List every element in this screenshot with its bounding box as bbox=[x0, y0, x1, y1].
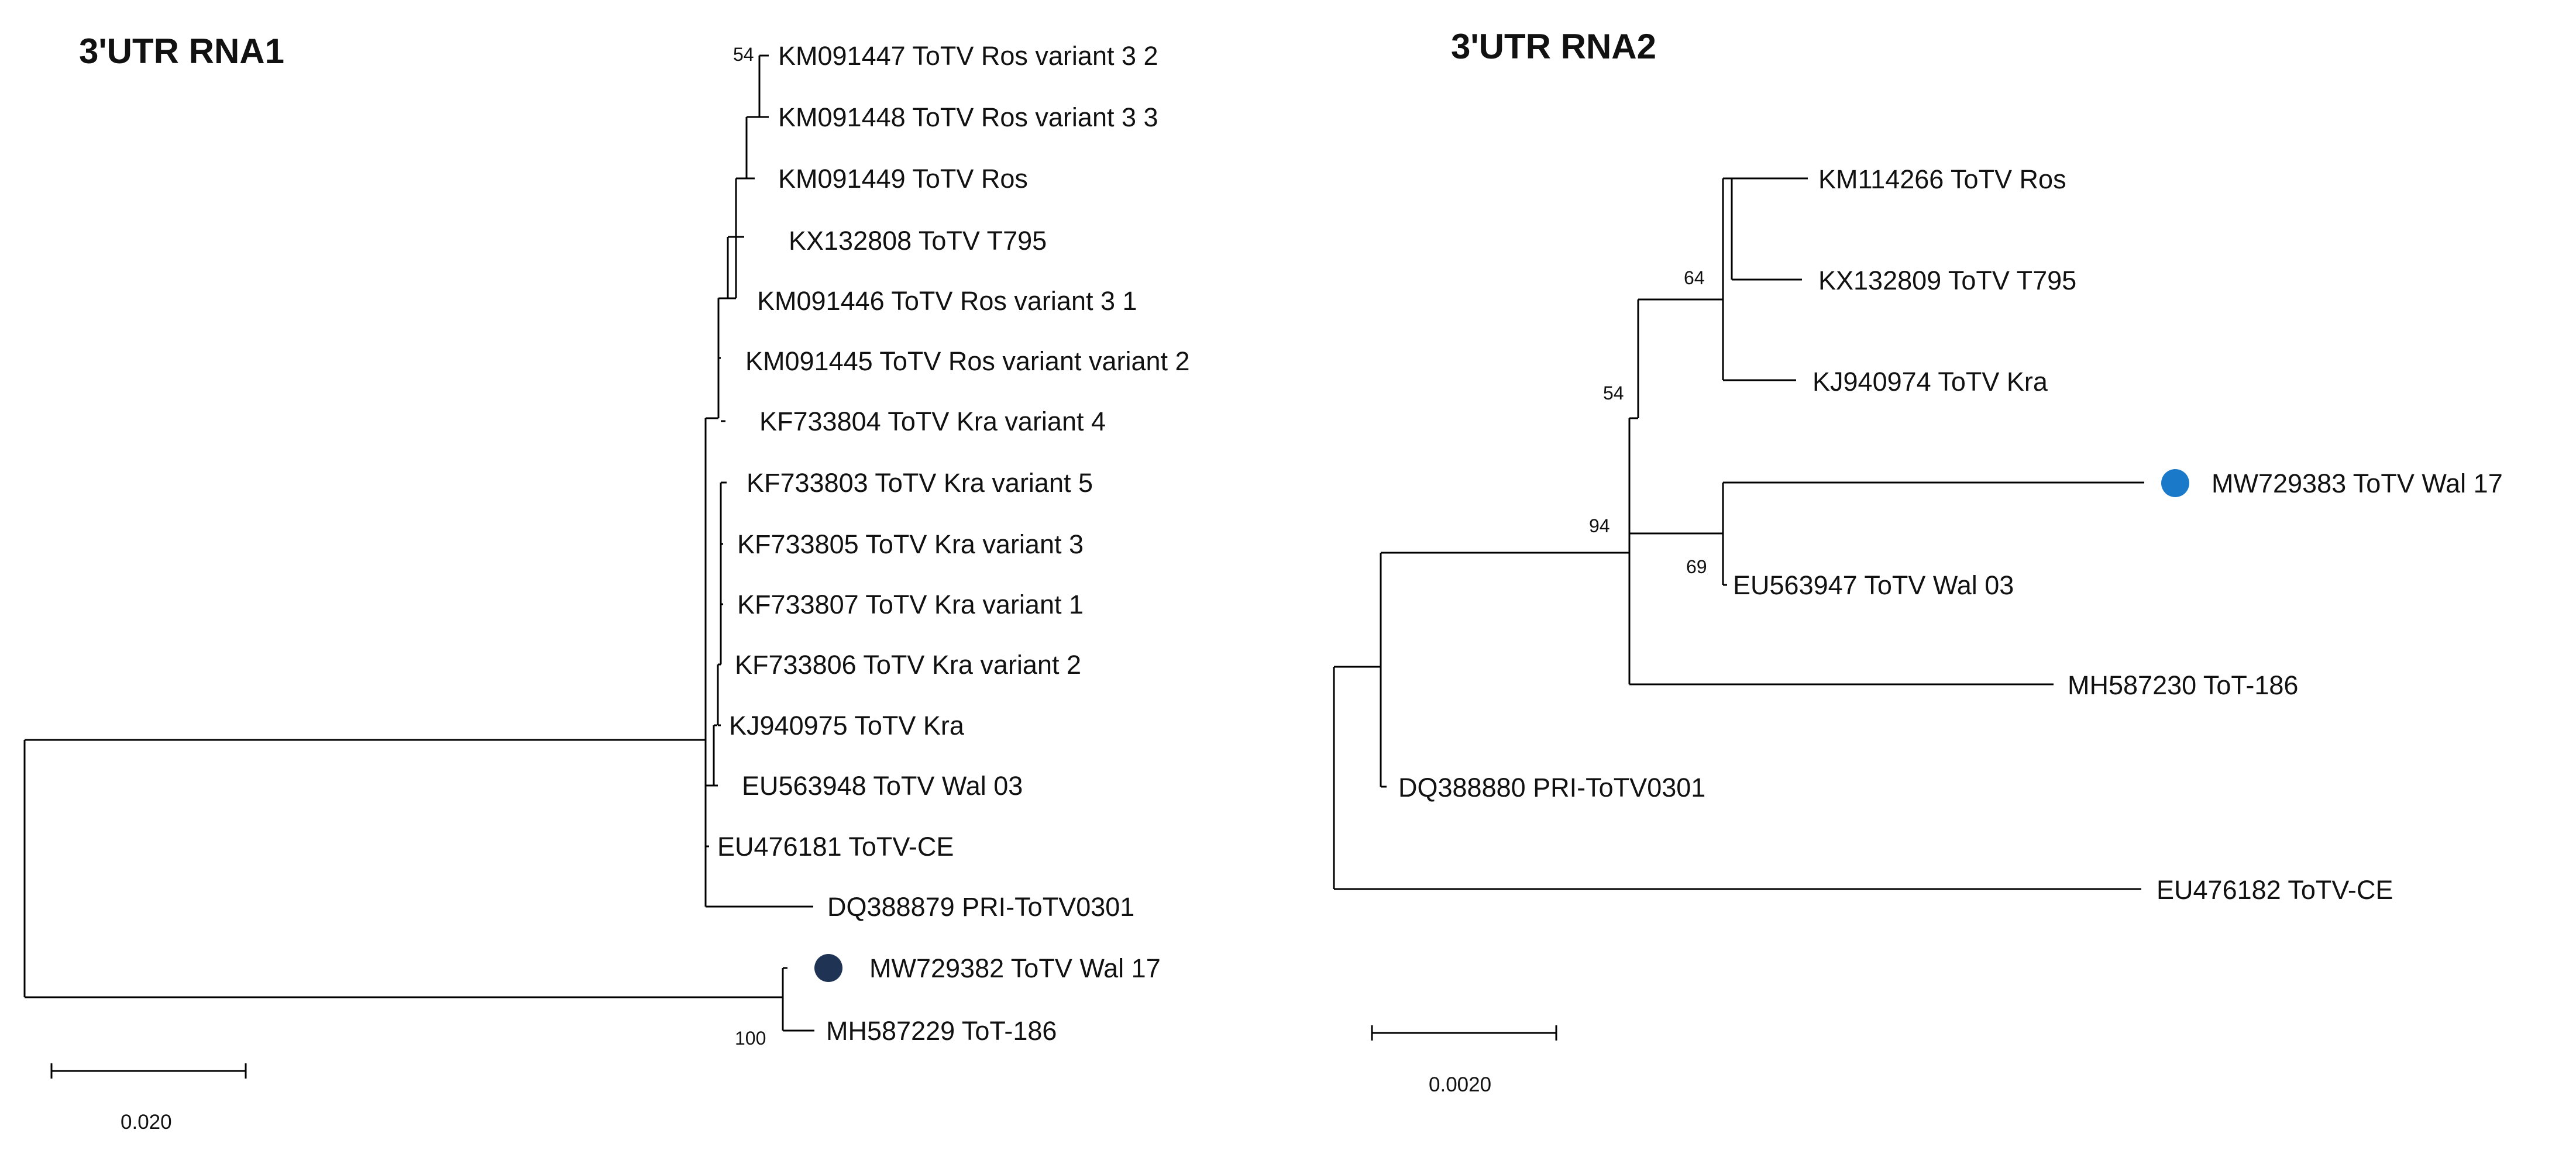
leaf-label: KM091446 ToTV Ros variant 3 1 bbox=[757, 286, 1137, 316]
leaf-label: KJ940974 ToTV Kra bbox=[1813, 367, 2048, 397]
tree-rna1: 3'UTR RNA1 bbox=[23, 32, 1190, 1134]
leaf-label: KF733805 ToTV Kra variant 3 bbox=[737, 529, 1084, 559]
scale-bar-label: 0.0020 bbox=[1429, 1073, 1491, 1096]
scale-bar: 0.0020 bbox=[1371, 1025, 1557, 1096]
bootstrap-value: 64 bbox=[1684, 267, 1705, 288]
leaf-label: DQ388880 PRI-ToTV0301 bbox=[1398, 773, 1705, 802]
leaf-label: KM114266 ToTV Ros bbox=[1818, 164, 2066, 194]
leaf-label: KF733807 ToTV Kra variant 1 bbox=[737, 590, 1084, 619]
leaf-label: EU476182 ToTV-CE bbox=[2157, 875, 2393, 905]
bootstrap-value: 54 bbox=[1603, 383, 1624, 404]
bootstrap-value: 69 bbox=[1686, 556, 1707, 577]
tree-branches bbox=[1333, 177, 2144, 890]
leaf-label: MH587229 ToT-186 bbox=[826, 1016, 1057, 1046]
leaf-label: KF733804 ToTV Kra variant 4 bbox=[759, 407, 1106, 436]
tree-title: 3'UTR RNA2 bbox=[1451, 27, 1656, 66]
bootstrap-value: 100 bbox=[735, 1028, 766, 1049]
tree-rna2: 3'UTR RNA2 bbox=[1333, 27, 2503, 1096]
leaf-label: MW729383 ToTV Wal 17 bbox=[2212, 469, 2503, 498]
bootstrap-value: 94 bbox=[1589, 515, 1610, 536]
highlight-marker bbox=[814, 954, 842, 982]
leaf-label: KM091448 ToTV Ros variant 3 3 bbox=[778, 102, 1158, 132]
leaf-label: KJ940975 ToTV Kra bbox=[729, 711, 965, 740]
bootstrap-values: 64 54 94 69 bbox=[1589, 267, 1707, 577]
leaf-label: EU476181 ToTV-CE bbox=[717, 832, 954, 862]
leaf-label: KM091447 ToTV Ros variant 3 2 bbox=[778, 41, 1158, 71]
leaf-label: MW729382 ToTV Wal 17 bbox=[869, 953, 1161, 983]
leaf-label: KX132809 ToTV T795 bbox=[1818, 266, 2076, 295]
leaf-label: MH587230 ToT-186 bbox=[2068, 670, 2298, 700]
leaf-labels: KM091447 ToTV Ros variant 3 2 KM091448 T… bbox=[717, 41, 1190, 1046]
tree-branches bbox=[23, 54, 814, 1032]
leaf-label: EU563948 ToTV Wal 03 bbox=[742, 771, 1023, 801]
scale-bar-line bbox=[50, 1063, 247, 1079]
scale-bar-label: 0.020 bbox=[121, 1111, 172, 1134]
leaf-label: KM091445 ToTV Ros variant variant 2 bbox=[745, 346, 1190, 376]
scale-bar-line bbox=[1371, 1025, 1557, 1041]
bootstrap-values: 54 100 bbox=[733, 44, 766, 1049]
tree-title: 3'UTR RNA1 bbox=[79, 32, 284, 71]
leaf-label: KX132808 ToTV T795 bbox=[789, 226, 1047, 256]
leaf-label: KM091449 ToTV Ros bbox=[778, 164, 1028, 194]
highlight-marker bbox=[2161, 469, 2189, 497]
scale-bar: 0.020 bbox=[50, 1063, 247, 1134]
leaf-labels: KM114266 ToTV Ros KX132809 ToTV T795 KJ9… bbox=[1398, 164, 2503, 905]
leaf-label: EU563947 ToTV Wal 03 bbox=[1733, 570, 2014, 600]
leaf-label: KF733803 ToTV Kra variant 5 bbox=[747, 468, 1093, 498]
bootstrap-value: 54 bbox=[733, 44, 754, 65]
leaf-label: KF733806 ToTV Kra variant 2 bbox=[735, 650, 1081, 680]
leaf-label: DQ388879 PRI-ToTV0301 bbox=[827, 892, 1134, 922]
